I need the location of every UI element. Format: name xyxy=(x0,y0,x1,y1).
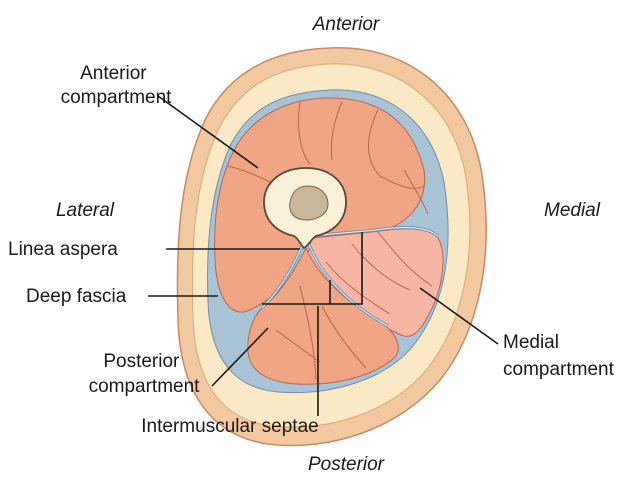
posterior-muscle-divisions xyxy=(275,285,367,381)
label-posterior-compartment-line2: compartment xyxy=(89,376,201,397)
label-anterior-compartment-line2: compartment xyxy=(61,87,173,108)
label-posterior-compartment-line1: Posterior xyxy=(103,351,180,372)
leader-medial-compartment xyxy=(419,287,499,345)
direction-lateral: Lateral xyxy=(56,200,115,221)
posterior-compartment-muscle xyxy=(247,246,399,385)
label-anterior-compartment-line1: Anterior xyxy=(80,63,147,84)
label-deep-fascia: Deep fascia xyxy=(26,286,127,307)
label-anterior-compartment: Anterior compartment xyxy=(61,63,173,108)
thigh-cross-section xyxy=(176,47,487,447)
label-medial-compartment: Medial compartment xyxy=(503,332,615,380)
medial-muscle-divisions xyxy=(325,231,433,315)
leader-posterior-compartment xyxy=(211,327,269,387)
anterior-muscle-divisions xyxy=(227,101,429,215)
label-medial-compartment-line1: Medial xyxy=(503,332,559,353)
label-posterior-compartment: Posterior compartment xyxy=(89,351,201,397)
label-medial-compartment-line2: compartment xyxy=(503,359,615,380)
leader-intermuscular-septae xyxy=(262,232,363,416)
direction-anterior: Anterior xyxy=(312,14,380,35)
femur-marrow xyxy=(289,185,329,221)
leader-anterior-compartment xyxy=(157,95,259,169)
direction-posterior: Posterior xyxy=(308,454,385,475)
label-intermuscular-septae: Intermuscular septae xyxy=(141,416,318,437)
direction-medial: Medial xyxy=(544,200,601,221)
label-linea-aspera: Linea aspera xyxy=(8,239,118,260)
